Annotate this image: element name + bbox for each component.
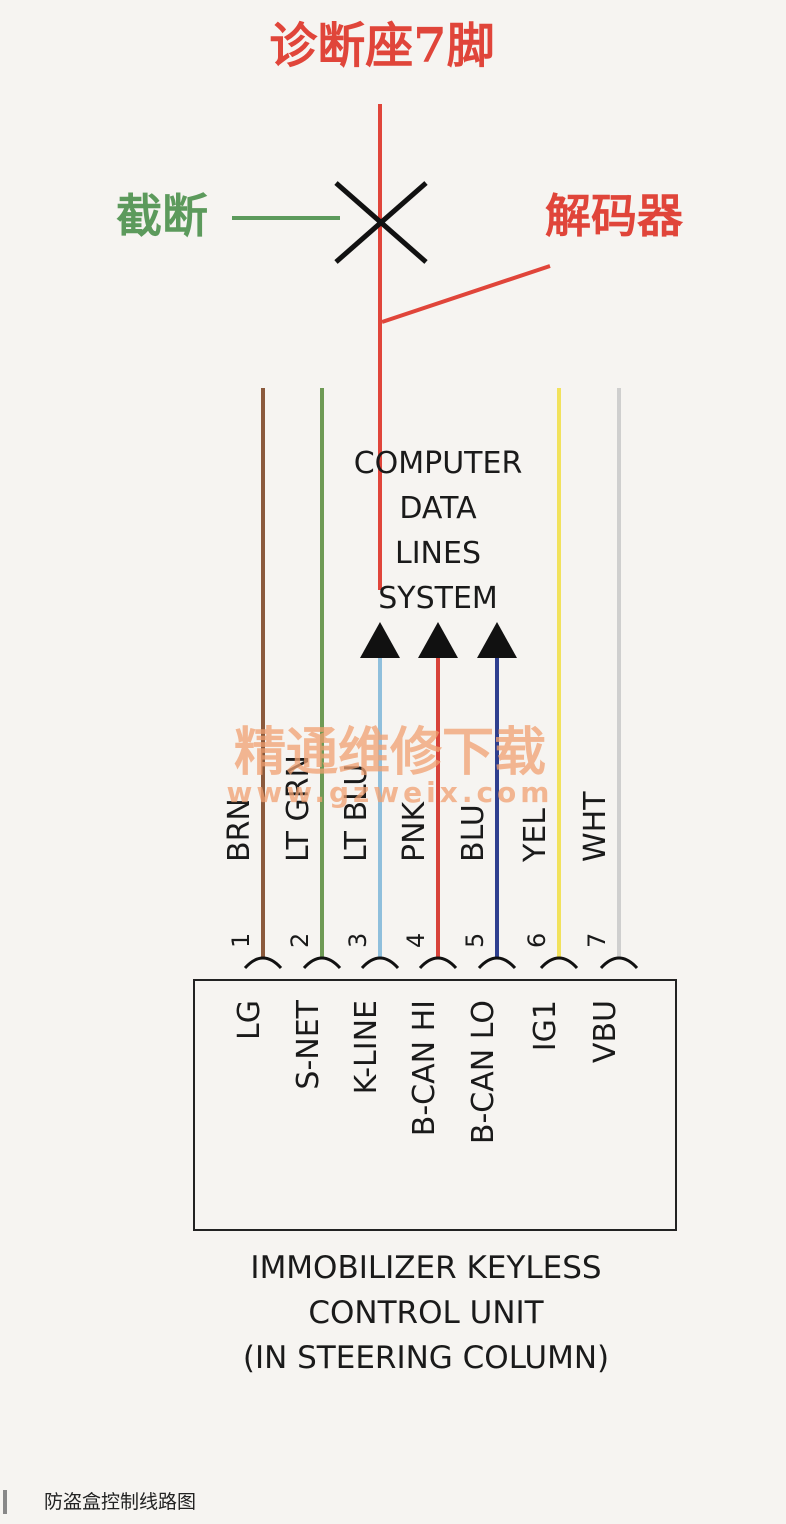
cut-label: 截断 bbox=[116, 189, 208, 243]
wire-color-label-7: WHT bbox=[578, 791, 613, 862]
arrow-head-pin-5 bbox=[477, 622, 517, 658]
signal-label-5: B-CAN LO bbox=[466, 1000, 501, 1144]
pin-number-6: 6 bbox=[523, 933, 551, 948]
center-text-line-3: LINES bbox=[395, 536, 481, 571]
decoder-label: 解码器 bbox=[545, 189, 684, 243]
connector-pin-3 bbox=[360, 956, 400, 970]
connector-pin-5 bbox=[477, 956, 517, 970]
unit-label-line-1: IMMOBILIZER KEYLESS bbox=[250, 1250, 601, 1286]
pin-number-4: 4 bbox=[402, 933, 430, 948]
connector-pin-1 bbox=[243, 956, 283, 970]
figure-caption: 防盗盒控制线路图 bbox=[44, 1491, 197, 1513]
center-text-line-4: SYSTEM bbox=[378, 581, 498, 616]
signal-label-1: LG bbox=[232, 1000, 267, 1040]
pin-number-1: 1 bbox=[227, 933, 255, 948]
signal-label-2: S-NET bbox=[291, 999, 326, 1089]
wire-color-label-1: BRN bbox=[222, 798, 257, 862]
connector-pin-4 bbox=[418, 956, 458, 970]
pin-number-5: 5 bbox=[461, 933, 489, 948]
wire-color-label-4: PNK bbox=[397, 800, 432, 862]
signal-label-4: B-CAN HI bbox=[407, 1000, 442, 1136]
signal-label-3: K-LINE bbox=[349, 1000, 384, 1094]
wire-color-label-2: LT GRN bbox=[281, 755, 316, 862]
pin-number-2: 2 bbox=[286, 933, 314, 948]
watermark-cn: 精通维修下载 bbox=[234, 722, 546, 783]
cut-x-mark bbox=[334, 181, 428, 264]
signal-label-7: VBU bbox=[588, 1000, 623, 1063]
arrow-head-pin-4 bbox=[418, 622, 458, 658]
wire-color-label-6: YEL bbox=[518, 808, 553, 863]
connector-pin-6 bbox=[539, 956, 579, 970]
wire-color-label-3: LT BLU bbox=[339, 764, 374, 862]
unit-label-line-2: CONTROL UNIT bbox=[308, 1295, 544, 1331]
arrow-head-pin-3 bbox=[360, 622, 400, 658]
diag-pin7-label: 诊断座7脚 bbox=[269, 18, 494, 74]
signal-label-6: IG1 bbox=[528, 1000, 563, 1051]
watermark-url: www.gzweix.com bbox=[227, 776, 554, 809]
pin-number-3: 3 bbox=[344, 933, 372, 948]
center-text-line-2: DATA bbox=[399, 491, 477, 526]
wire-harness: 1 BRN LG 2 LT GRN S-NET 3 LT BLU K-LINE 4 PNK B-CAN… bbox=[222, 388, 639, 1144]
connector-pin-2 bbox=[302, 956, 342, 970]
caption-marker bbox=[3, 1490, 7, 1514]
data-lines-system-text: COMPUTER DATA LINES SYSTEM bbox=[354, 446, 523, 616]
connector-pin-7 bbox=[599, 956, 639, 970]
control-unit-box bbox=[193, 979, 677, 1231]
wire-color-label-5: BLU bbox=[456, 804, 491, 862]
center-text-line-1: COMPUTER bbox=[354, 446, 523, 481]
decoder-branch-wire bbox=[381, 264, 551, 324]
pin-number-7: 7 bbox=[583, 933, 611, 948]
unit-label-line-3: (IN STEERING COLUMN) bbox=[243, 1340, 609, 1376]
